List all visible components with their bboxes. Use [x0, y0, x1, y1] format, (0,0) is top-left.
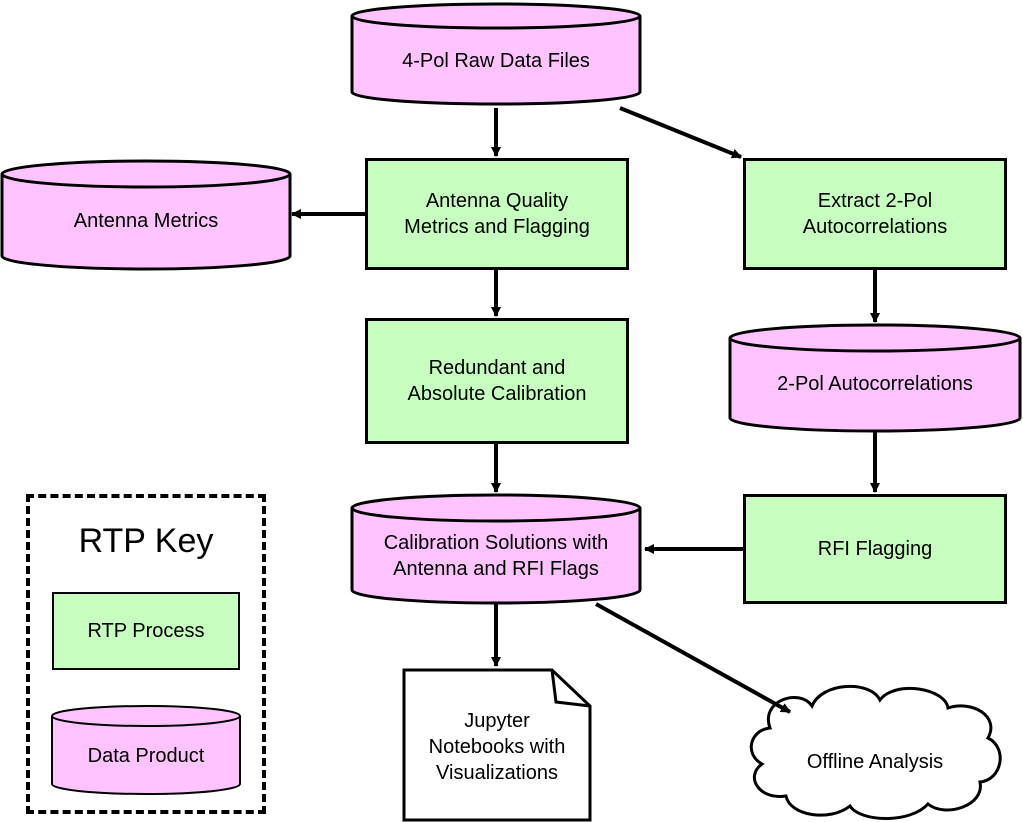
cylinder-autocorr [728, 323, 1022, 433]
node-antenna-quality: Antenna Quality Metrics and Flagging [365, 158, 629, 270]
node-autocorr-product: 2-Pol Autocorrelations [730, 351, 1020, 417]
cloud-shape-offline [749, 685, 1002, 820]
node-offline: Offline Analysis [770, 740, 980, 784]
key-data-product-label: Data Product [87, 745, 205, 767]
node-raw-data: 4-Pol Raw Data Files [352, 28, 640, 94]
node-rfi-flagging: RFI Flagging [743, 494, 1007, 604]
note-shape-notebooks [402, 668, 592, 822]
key-title: RTP Key [78, 522, 214, 560]
arrow-cal-to-offline [595, 602, 791, 714]
key-legend-box [26, 494, 266, 814]
cylinder-antenna-metrics [0, 159, 292, 271]
node-extract-autocorr-label: Extract 2-Pol Autocorrelations [802, 190, 948, 238]
cylinder-cal-solutions [350, 493, 642, 605]
node-rfi-flagging-label: RFI Flagging [817, 538, 933, 560]
key-process-swatch: RTP Process [52, 592, 240, 670]
node-antenna-metrics-label: Antenna Metrics [73, 210, 219, 232]
key-data-product: Data Product [52, 726, 240, 786]
node-redundant-cal: Redundant and Absolute Calibration [365, 318, 629, 444]
node-autocorr-product-label: 2-Pol Autocorrelations [777, 373, 973, 395]
node-antenna-metrics: Antenna Metrics [2, 187, 290, 255]
cylinder-raw-data [350, 2, 642, 106]
node-cal-solutions: Calibration Solutions with Antenna and R… [352, 521, 640, 591]
node-cal-solutions-label: Calibration Solutions with Antenna and R… [383, 532, 609, 580]
node-antenna-quality-label: Antenna Quality Metrics and Flagging [404, 190, 590, 238]
node-redundant-cal-label: Redundant and Absolute Calibration [407, 357, 587, 405]
cylinder-key-data-product [51, 705, 241, 795]
node-notebooks: Jupyter Notebooks with Visualizations [404, 700, 590, 794]
node-raw-data-label: 4-Pol Raw Data Files [402, 50, 590, 72]
node-notebooks-label: Jupyter Notebooks with Visualizations [428, 710, 566, 784]
node-extract-autocorr: Extract 2-Pol Autocorrelations [743, 158, 1007, 270]
key-process-label: RTP Process [87, 620, 205, 642]
arrow-raw-to-extract [619, 106, 742, 159]
node-offline-label: Offline Analysis [806, 751, 944, 773]
